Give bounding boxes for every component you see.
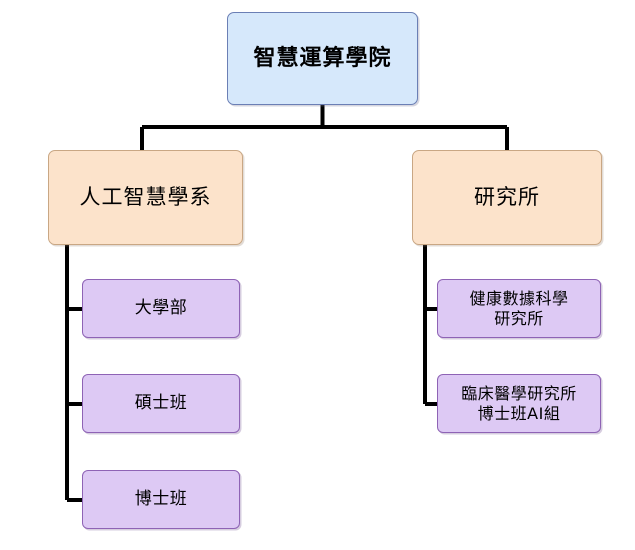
node-college-root-label: 智慧運算學院 [253,45,392,71]
node-institute-clinical-medicine-ai[interactable]: 臨床醫學研究所 博士班AI組 [437,374,601,433]
node-institute-clinical-medicine-ai-label: 臨床醫學研究所 博士班AI組 [461,383,577,423]
node-program-doctoral[interactable]: 博士班 [82,470,240,529]
node-program-undergraduate[interactable]: 大學部 [82,279,240,338]
node-institute-health-data-science-label: 健康數據科學 研究所 [469,288,569,328]
node-graduate-institute-label: 研究所 [474,185,540,210]
node-institute-health-data-science[interactable]: 健康數據科學 研究所 [437,279,601,338]
node-graduate-institute[interactable]: 研究所 [412,150,602,245]
node-program-masters-label: 碩士班 [134,392,188,413]
node-program-masters[interactable]: 碩士班 [82,374,240,433]
node-program-undergraduate-label: 大學部 [134,297,188,318]
node-college-root[interactable]: 智慧運算學院 [227,12,418,105]
node-department-ai[interactable]: 人工智慧學系 [48,150,243,245]
node-program-doctoral-label: 博士班 [134,488,188,509]
node-department-ai-label: 人工智慧學系 [79,185,212,210]
